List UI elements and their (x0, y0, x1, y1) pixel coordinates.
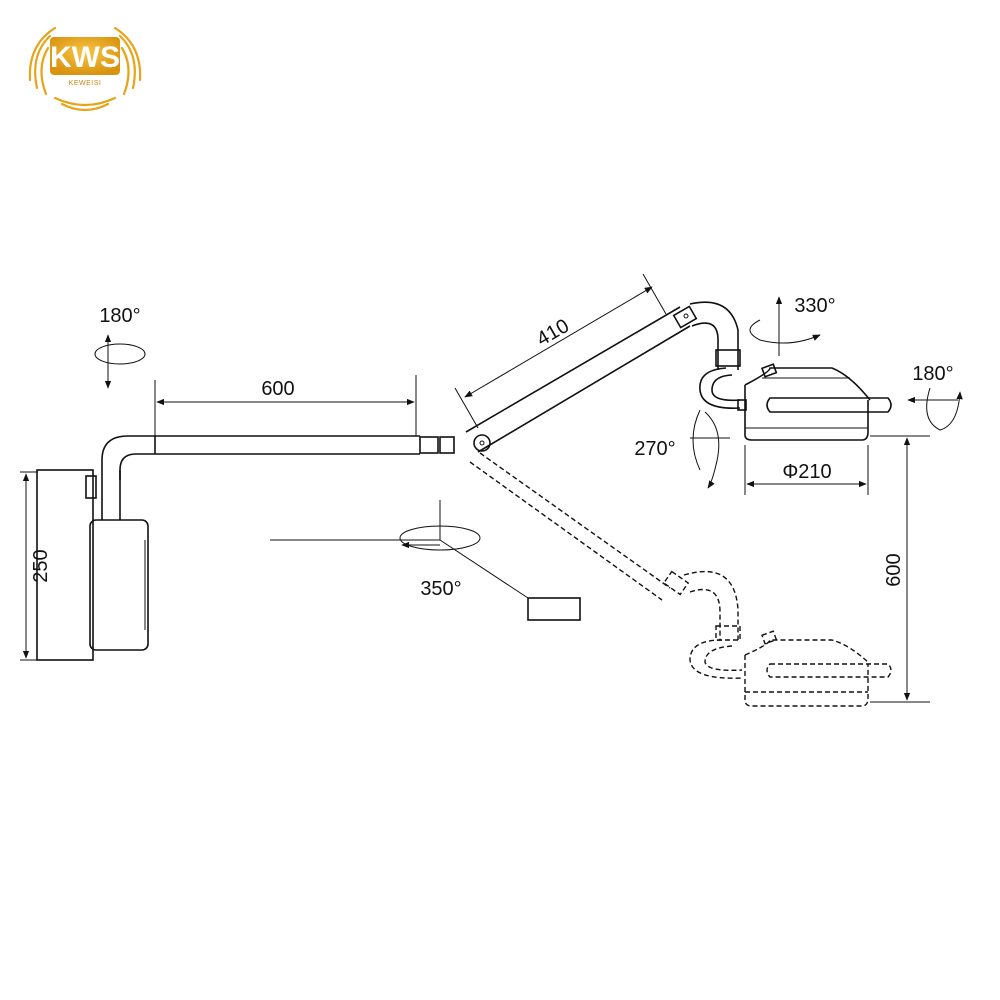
logo-brand-text: KWS (50, 41, 120, 74)
arm-rotation-indicator: 350° (270, 500, 581, 621)
dim-mount-height-label: 250 (30, 549, 52, 582)
dim-spring-arm: 410 (454, 273, 667, 429)
head-rotation-indicator: 180° (907, 363, 963, 431)
logo-wings-icon (28, 26, 142, 112)
logo-badge (50, 37, 120, 75)
dim-vertical-drop: 600 (870, 435, 930, 703)
brand-logo: KWS KEWEISI (28, 26, 142, 112)
arm-rotation-label: 350° (420, 578, 461, 600)
dim-lamp-diameter-label: Φ210 (782, 461, 831, 483)
wall-plate (36, 469, 94, 661)
dim-vertical-drop-label: 600 (883, 553, 905, 586)
dim-mount-height: 250 (20, 471, 52, 661)
logo-subtitle: KEWEISI (69, 80, 102, 87)
head-tilt-label: 270° (634, 438, 675, 460)
control-box (527, 597, 581, 621)
head-rotation-label: 180° (912, 363, 953, 385)
dim-arm-length: 600 (154, 375, 417, 436)
horizontal-arm (101, 435, 455, 480)
spring-arm-lowered (469, 452, 690, 601)
lamp-head-lowered (683, 570, 892, 707)
mount-bolt (85, 475, 97, 499)
power-box (89, 519, 149, 651)
lamp-head-raised (689, 301, 892, 441)
wall-rotation-indicator: 180° (94, 305, 146, 389)
yoke-rotation-indicator: 330° (749, 295, 836, 356)
dim-lamp-diameter: Φ210 (744, 445, 869, 495)
dim-arm-length-label: 600 (261, 378, 294, 400)
wall-rotation-label: 180° (99, 305, 140, 327)
head-tilt-indicator: 270° (634, 409, 730, 489)
dim-spring-arm-label: 410 (533, 315, 573, 351)
yoke-rotation-label: 330° (794, 295, 835, 317)
wall-mount (36, 469, 149, 661)
